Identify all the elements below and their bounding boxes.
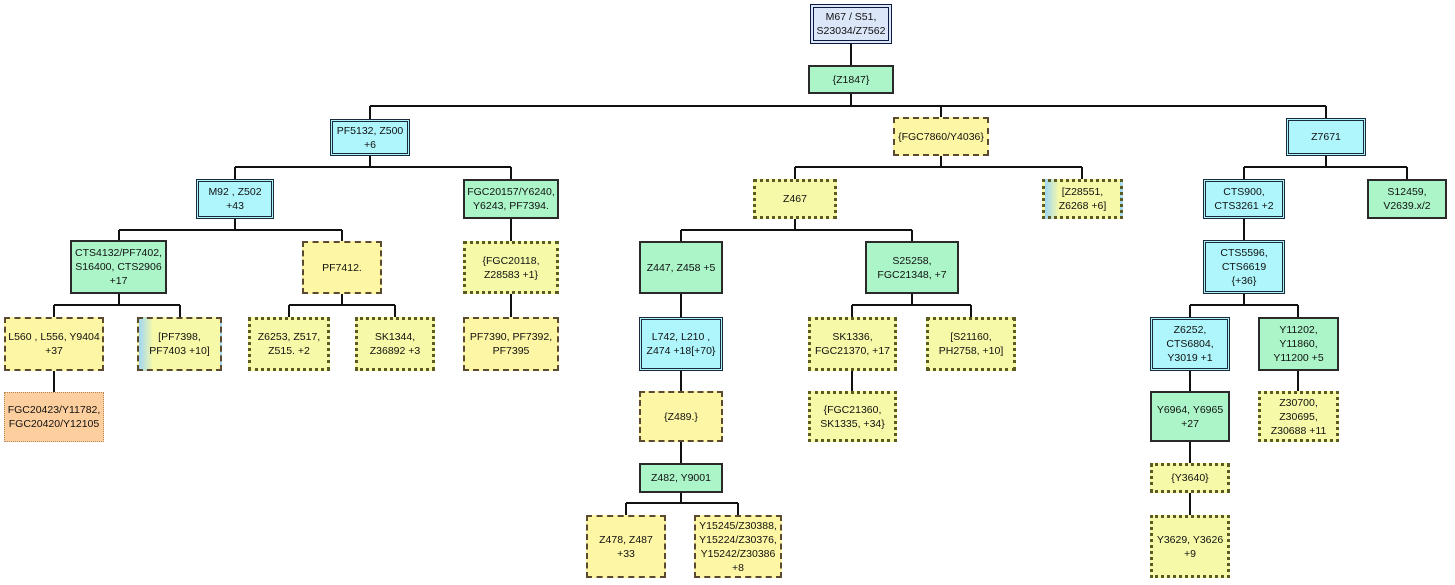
node-l560[interactable]: L560 , L556, Y9404 +37 [4,317,104,371]
node-z489[interactable]: {Z489.} [639,391,723,442]
node-z467[interactable]: Z467 [753,179,837,219]
node-pf7412[interactable]: PF7412. [302,241,382,294]
node-l742[interactable]: L742, L210 , Z474 +18[+70} [639,317,723,371]
node-z28551[interactable]: [Z28551, Z6268 +6] [1042,179,1123,219]
node-m67[interactable]: M67 / S51, S23034/Z7562 [810,4,892,44]
node-m92[interactable]: M92 , Z502 +43 [196,179,274,219]
node-s12459[interactable]: S12459, V2639.x/2 [1367,179,1447,219]
node-s21160[interactable]: [S21160, PH2758, +10] [926,317,1016,371]
node-fgc7860[interactable]: {FGC7860/Y4036} [893,117,989,156]
node-pf7398[interactable]: [PF7398, PF7403 +10] [137,317,222,371]
node-z7671[interactable]: Z7671 [1286,118,1366,156]
node-sk1336[interactable]: SK1336, FGC21370, +17 [808,317,897,371]
node-z6252[interactable]: Z6252, CTS6804, Y3019 +1 [1150,317,1230,371]
node-y6964[interactable]: Y6964, Y6965 +27 [1150,391,1230,442]
node-z447[interactable]: Z447, Z458 +5 [639,241,723,294]
node-z478[interactable]: Z478, Z487 +33 [586,515,666,578]
node-sk1344[interactable]: SK1344, Z36892 +3 [355,317,435,371]
node-z1847[interactable]: {Z1847} [808,65,894,94]
node-cts4132[interactable]: CTS4132/PF7402, S16400, CTS2906 +17 [70,240,167,294]
node-fgc20157[interactable]: FGC20157/Y6240, Y6243, PF7394. [463,179,559,219]
node-pf7390[interactable]: PF7390, PF7392, PF7395 [463,317,559,371]
node-fgc20423[interactable]: FGC20423/Y11782, FGC20420/Y12105 [4,392,104,442]
node-z6253[interactable]: Z6253, Z517, Z515. +2 [248,317,330,371]
node-y15245[interactable]: Y15245/Z30388, Y15224/Z30376, Y15242/Z30… [694,515,782,578]
node-z482[interactable]: Z482, Y9001 [639,463,723,493]
node-fgc21360[interactable]: {FGC21360, SK1335, +34} [808,391,897,442]
node-y3629[interactable]: Y3629, Y3626 +9 [1150,515,1230,578]
node-cts5596[interactable]: CTS5596, CTS6619 {+36} [1203,240,1285,294]
node-cts900[interactable]: CTS900, CTS3261 +2 [1203,179,1285,219]
node-fgc20118[interactable]: {FGC20118, Z28583 +1} [463,241,559,294]
node-z30700[interactable]: Z30700, Z30695, Z30688 +11 [1258,391,1339,442]
node-pf5132[interactable]: PF5132, Z500 +6 [330,119,410,156]
node-s25258[interactable]: S25258, FGC21348, +7 [865,241,959,294]
node-y3640[interactable]: {Y3640} [1150,463,1230,493]
node-y11202[interactable]: Y11202, Y11860, Y11200 +5 [1258,317,1339,371]
